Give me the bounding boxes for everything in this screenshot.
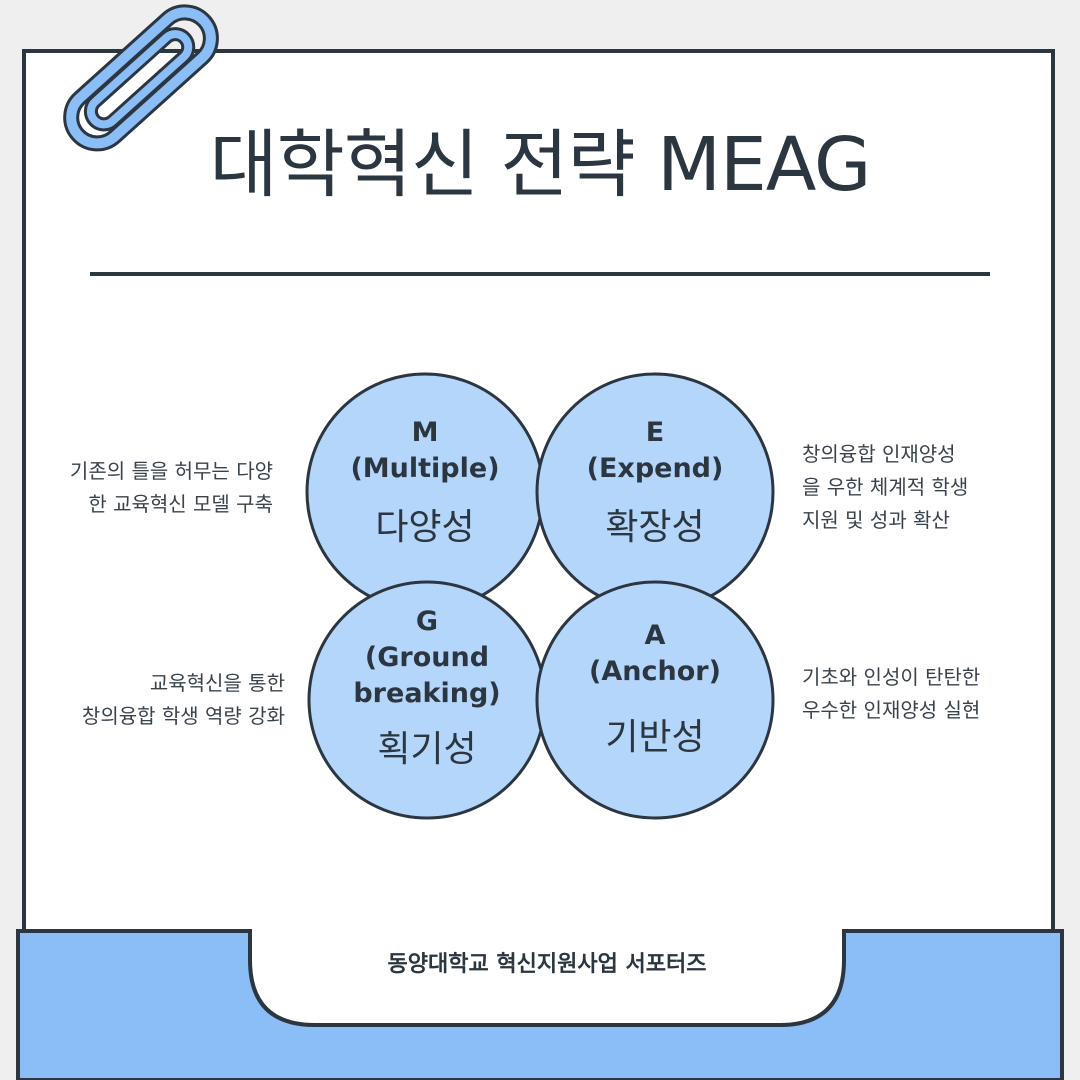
desc-anchor: 기초와 인성이 탄탄한 우수한 인재양성 실현 xyxy=(802,665,981,722)
page-title: 대학혁신 전략 MEAG xyxy=(209,122,872,208)
circle-a xyxy=(535,580,775,820)
circle-m-english: (Multiple) xyxy=(350,453,500,484)
circle-g-korean: 획기성 xyxy=(377,729,477,770)
circle-a-english: (Anchor) xyxy=(589,656,721,687)
circle-e-english: (Expend) xyxy=(586,453,724,484)
circle-g-english-line2: breaking) xyxy=(353,678,501,709)
desc-multiple: 기존의 틀을 허무는 다양 한 교육혁신 모델 구축 xyxy=(69,459,273,516)
circle-e-letter: E xyxy=(645,417,665,448)
card-frame xyxy=(22,49,1055,1080)
desc-expend: 창의융합 인재양성 을 우한 체계적 학생 지원 및 성과 확산 xyxy=(802,442,969,532)
title-divider xyxy=(90,272,990,276)
desc-groundbreaking: 교육혁신을 통한 창의융합 학생 역량 강화 xyxy=(81,671,285,728)
circle-a-letter: A xyxy=(644,620,666,651)
circle-e-korean: 확장성 xyxy=(605,507,705,548)
circle-m-letter: M xyxy=(411,417,439,448)
circle-g-letter: G xyxy=(415,606,439,637)
circle-m-korean: 다양성 xyxy=(375,507,475,548)
footer-label: 동양대학교 혁신지원사업 서포터즈 xyxy=(387,952,707,977)
circle-g-english-line1: (Ground xyxy=(364,642,490,673)
circle-a-korean: 기반성 xyxy=(605,717,705,758)
